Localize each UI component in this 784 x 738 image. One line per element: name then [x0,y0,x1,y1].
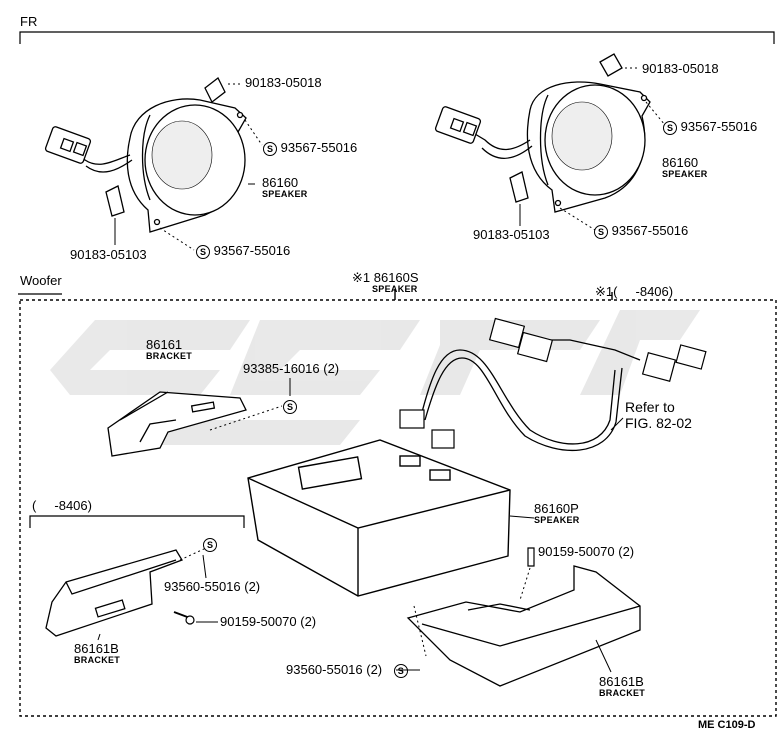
bracket-86161 [107,391,247,457]
fr-left-speaker-pn: 86160 [262,175,299,190]
fr-right-screw-right: S 93567-55016 [663,120,757,135]
sub-bolt-pn: 90159-50070 (2) [220,614,317,629]
woofer-box [247,439,511,597]
fr-right-speaker-pn: 86160 [662,155,699,170]
screw-symbol-icon: S [203,538,217,552]
screw-symbol-icon: S [283,400,297,414]
woofer-note-top: ※1( -8406) [595,284,674,299]
screw-93385-symbol: S [283,398,297,414]
harness-connectors [399,317,707,449]
woofer-speaker-name: SPEAKER [534,515,580,525]
bracket-86161b-right-name: BRACKET [599,688,646,698]
fr-left-speaker-name: SPEAKER [262,189,308,199]
bolt-90159-pn: 90159-50070 (2) [538,544,635,559]
screw-symbol-icon: S [663,121,677,135]
sub-bracket-pn: 86161B [74,641,119,656]
fr-right-clip-bottom-pn: 90183-05103 [473,227,550,242]
woofer-assembly-pn: ※1 86160S [352,270,419,285]
refer-to-line2: FIG. 82-02 [625,415,692,431]
screw-93560-right: 93560-55016 (2) S [286,663,408,678]
bracket-86161-pn: 86161 [146,337,183,352]
sub-screw-pn: 93560-55016 (2) [164,579,261,594]
fasteners [173,547,535,625]
woofer-speaker-pn: 86160P [534,501,579,516]
bracket-86161b-right [406,565,641,687]
sub-bracket-box [29,515,245,528]
screw-symbol-icon: S [196,245,210,259]
sub-screw-symbol: S [203,536,217,552]
fr-right-speaker [434,53,651,213]
fr-right-leaders [519,67,666,231]
bracket-86161-name: BRACKET [146,351,193,361]
screw-symbol-icon: S [594,225,608,239]
sub-bracket-name: BRACKET [74,655,121,665]
fr-right-clip-top-pn: 90183-05018 [642,61,719,76]
fr-left-screw-right: S 93567-55016 [263,141,357,156]
fr-left-speaker [44,77,247,233]
fr-left-clip-bottom-pn: 90183-05103 [70,247,147,262]
screw-93385-pn: 93385-16016 (2) [243,361,340,376]
figure-code: ME C109-D [698,719,756,731]
screw-symbol-icon: S [393,664,408,678]
sub-range-label: ( -8406) [32,498,92,513]
fr-left-screw-bottom: S 93567-55016 [196,244,290,259]
refer-to-line1: Refer to [625,399,675,415]
screw-symbol-icon: S [263,142,277,156]
bracket-86161b-left [45,549,183,637]
woofer-assembly-name: SPEAKER [372,284,418,294]
fr-left-leaders [114,83,263,251]
fr-bracket [19,31,775,44]
fr-right-speaker-name: SPEAKER [662,169,708,179]
fr-left-clip-top-pn: 90183-05018 [245,75,322,90]
fr-right-screw-bottom: S 93567-55016 [594,224,688,239]
woofer-frame [18,289,777,717]
section-fr-label: FR [20,14,38,29]
section-woofer-label: Woofer [20,273,62,288]
bracket-86161b-right-pn: 86161B [599,674,644,689]
